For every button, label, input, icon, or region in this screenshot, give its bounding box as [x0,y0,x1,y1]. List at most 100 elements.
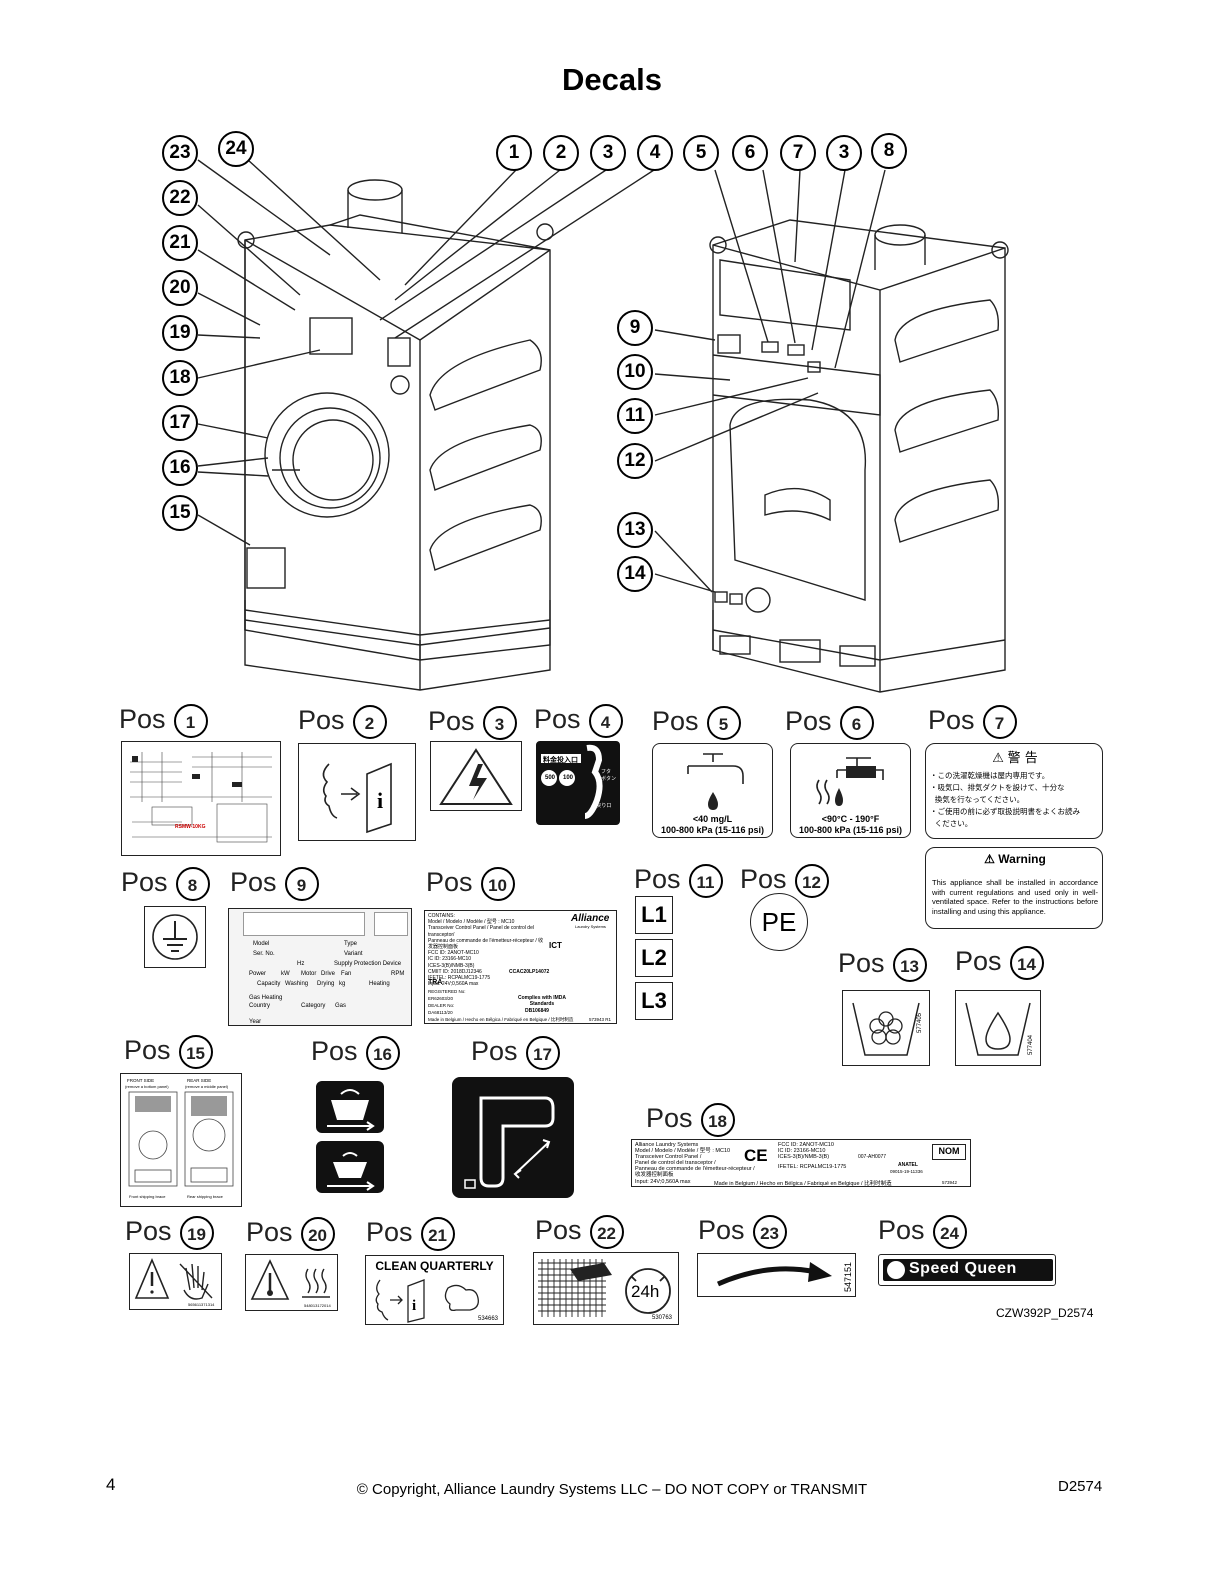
callout-19: 19 [162,315,198,351]
rear-side-sub: (remove a middle panel) [185,1084,229,1089]
hand-hazard-icon [134,1257,213,1300]
ctrl-panel-input: Input: 24V;0,560A max [635,1179,691,1185]
callout-1: 1 [496,135,532,171]
rp-model: Model [253,941,270,947]
basket-icon [327,1152,375,1191]
rp-power: Power [249,971,267,977]
imda-label: Complies with IMDA Standards [517,995,567,1007]
jp-warning-title: ⚠ 警 告 [992,750,1038,766]
callout-11: 11 [617,398,653,434]
rp-gas: Gas [335,1003,347,1009]
coin-slot-icon [541,744,603,819]
decal-3-electrical-hazard [430,741,522,811]
made-in-label: Made in Belgium / Hecho en Bélgica / Fab… [428,1017,574,1022]
callout-16: 16 [162,450,198,486]
decal-10-certification-label: CONTAINS:Model / Modelo / Modèle / 型号 : … [424,910,617,1024]
decal-19-part: 565611371314 [188,1302,215,1307]
rp-gas-heating: Gas Heating [249,995,283,1001]
jp-warning-line-4: ・ご使用の前に必ず取扱説明書をよくお読み [930,807,1080,816]
en-warning-text: This appliance shall be installed in acc… [932,878,1098,916]
rp-kg: kg [339,981,346,987]
decal-24-speed-queen-logo: Speed Queen [878,1254,1056,1286]
door-handle-icon [464,1096,555,1189]
decal-13-detergent: 577405 [842,990,930,1066]
wiring-diagram-icon [130,752,272,843]
rp-hz: Hz [297,961,305,967]
ctrl-panel-ifetel: IFETEL: RCPALMC19-1775 [778,1164,847,1170]
basket-icon [327,1089,375,1131]
decal-13-part: 577405 [917,1012,923,1033]
decal-1-wiring-diagram: RSMW-10KG [121,741,281,856]
rp-capacity: Capacity [257,981,281,987]
softener-icon [965,1002,1031,1056]
ground-icon [152,914,198,960]
rp-drive: Drive [321,971,336,977]
rp-fan: Fan [341,971,352,977]
callout-14: 14 [617,556,653,592]
water-tap-icon [687,753,744,810]
ctrl-panel-cert: 007-AH0077 [858,1154,887,1160]
hot-water-pressure-text: 100-800 kPa (15-116 psi) [798,825,903,835]
rp-motor: Motor [301,971,317,977]
ict-label: ICT [549,941,562,950]
cert-lines: CONTAINS:Model / Modelo / Modèle / 型号 : … [428,913,544,988]
speed-queen-wordmark: Speed Queen [909,1260,1017,1277]
phase-l3-label: L3 [635,982,673,1020]
callout-12: 12 [617,443,653,479]
rear-side-label: REAR SIDE [187,1078,212,1083]
callout-3: 3 [590,135,626,171]
callout-10: 10 [617,354,653,390]
rotation-arrow-icon [716,1262,832,1287]
tra-id-2: DA68113/20 [428,1010,453,1015]
decal-20-part: 548013172014 [304,1303,331,1308]
jp-warning-line-2: ・吸気口、排気ダクトを設けて、十分な [930,783,1065,792]
callout-3-rear: 3 [826,135,862,171]
page-number: 4 [106,1475,116,1494]
hot-water-tap-icon [816,757,884,806]
speed-queen-emblem-icon [887,1261,905,1279]
decal-6-hot-water: <90°C - 190°F 100-800 kPa (15-116 psi) [790,743,911,838]
decal-7-english-warning: ⚠ Warning This appliance shall be instal… [925,847,1103,929]
callout-20: 20 [162,270,198,306]
decal-21-part: 534663 [478,1316,499,1322]
decal-2-read-manual: i [298,743,416,841]
en-warning-title: ⚠ Warning [984,852,1046,866]
rp-washing: Washing [285,981,309,987]
decal-17-door-open [452,1077,574,1198]
front-side-label: FRONT SIDE [127,1078,155,1083]
ctrl-panel-made-in: Made in Belgium / Hecho en Bélgica / Fab… [714,1181,892,1187]
shipping-brace-diagram [128,1091,234,1187]
rp-ser: Ser. No. [253,951,275,957]
decal-14-part: 577404 [1028,1034,1034,1055]
coin-500-label: 500 [545,775,556,781]
read-manual-icon: i [322,762,392,834]
wiring-model-text: RSMW-10KG [175,824,206,830]
hot-surface-icon [250,1259,330,1300]
detergent-icon [852,1002,920,1056]
water-hardness-text: <40 mg/L [692,814,733,824]
decal-7-japanese-warning: ⚠ 警 告 ・この洗濯乾燥機は屋内専用です。 ・吸気口、排気ダクトを設けて、十分… [925,743,1103,839]
document-code: D2574 [1058,1478,1103,1495]
ccac-label: CCAC20LP14072 [509,969,550,975]
decal-5-water-supply: <40 mg/L 100-800 kPa (15-116 psi) [652,743,773,838]
decal-8-ground [144,906,206,968]
